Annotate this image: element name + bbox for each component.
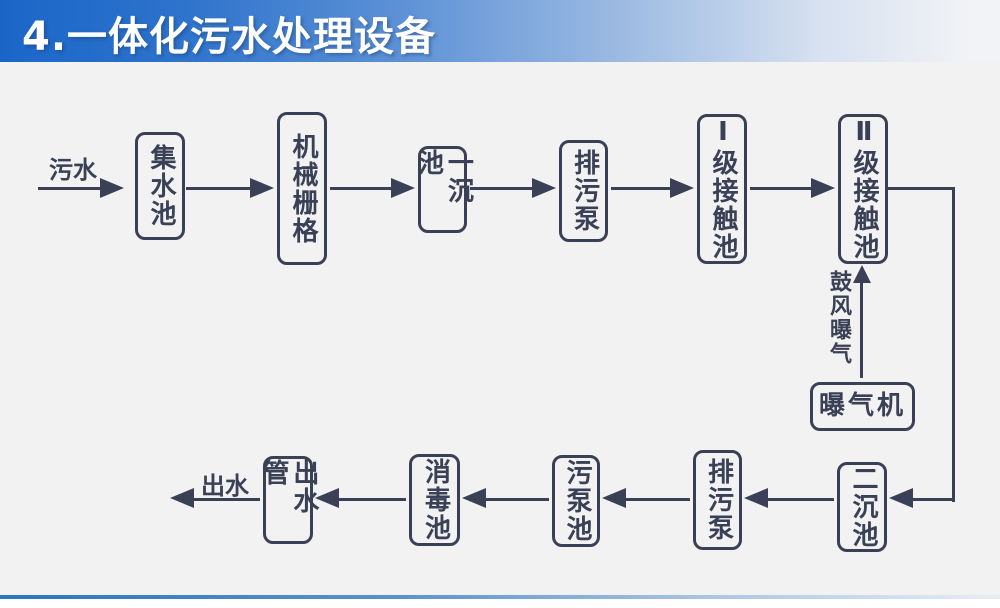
node-mechanical-grid: 机械栅格 [277, 112, 327, 265]
node-level-1-contact-tank: Ⅰ级接触池 [697, 114, 747, 264]
arrow-line [626, 498, 690, 501]
node-disinfection-tank: 消毒池 [409, 454, 460, 546]
arrow-left-icon [170, 488, 194, 508]
node-sewage-pump-tank: 污泵池 [552, 455, 600, 547]
arrow-line [486, 498, 549, 501]
bottom-white-strip [0, 599, 1000, 608]
connector-line [913, 498, 955, 501]
title-bar: 4.一体化污水处理设备 [0, 0, 1000, 62]
arrow-right-icon [670, 178, 694, 198]
arrow-left-icon [315, 488, 339, 508]
arrow-line [750, 187, 812, 190]
arrow-left-icon [462, 488, 486, 508]
node-outlet-pipe: 出水管 [259, 456, 319, 544]
node-sewage-discharge-pump-1: 排污泵 [559, 140, 608, 242]
arrow-line [339, 498, 406, 501]
arrow-line [330, 187, 392, 190]
arrow-up-icon [853, 265, 871, 283]
arrow-left-icon [602, 488, 626, 508]
node-sewage-discharge-pump-2: 排污泵 [693, 450, 742, 550]
inflow-arrow-line [38, 187, 102, 190]
arrow-left-icon [889, 488, 913, 508]
inflow-label: 污水 [49, 156, 97, 184]
aeration-label: 鼓风曝气 [826, 270, 851, 366]
node-primary-sedimentation-tank: 一沉池 [414, 146, 473, 233]
bottom-accent-line [0, 595, 1000, 599]
node-level-2-contact-tank: Ⅱ级接触池 [838, 114, 888, 264]
outflow-arrow-line [194, 498, 260, 501]
arrow-line [186, 187, 252, 190]
arrow-line [470, 187, 533, 190]
arrow-line [611, 187, 671, 190]
outflow-label: 出水 [201, 472, 249, 500]
page-title: 4.一体化污水处理设备 [22, 14, 437, 60]
arrow-left-icon [744, 488, 768, 508]
connector-line [888, 187, 955, 190]
arrow-right-icon [100, 178, 124, 198]
connector-line [952, 187, 955, 502]
arrow-right-icon [532, 178, 556, 198]
arrow-line [768, 498, 834, 501]
arrow-right-icon [250, 178, 274, 198]
aeration-arrow-line [860, 282, 863, 378]
arrow-right-icon [391, 178, 415, 198]
node-secondary-sedimentation-tank: 二沉池 [837, 462, 887, 552]
node-collection-tank: 集水池 [135, 132, 185, 240]
arrow-right-icon [811, 178, 835, 198]
node-aerator: 曝气机 [810, 382, 915, 431]
